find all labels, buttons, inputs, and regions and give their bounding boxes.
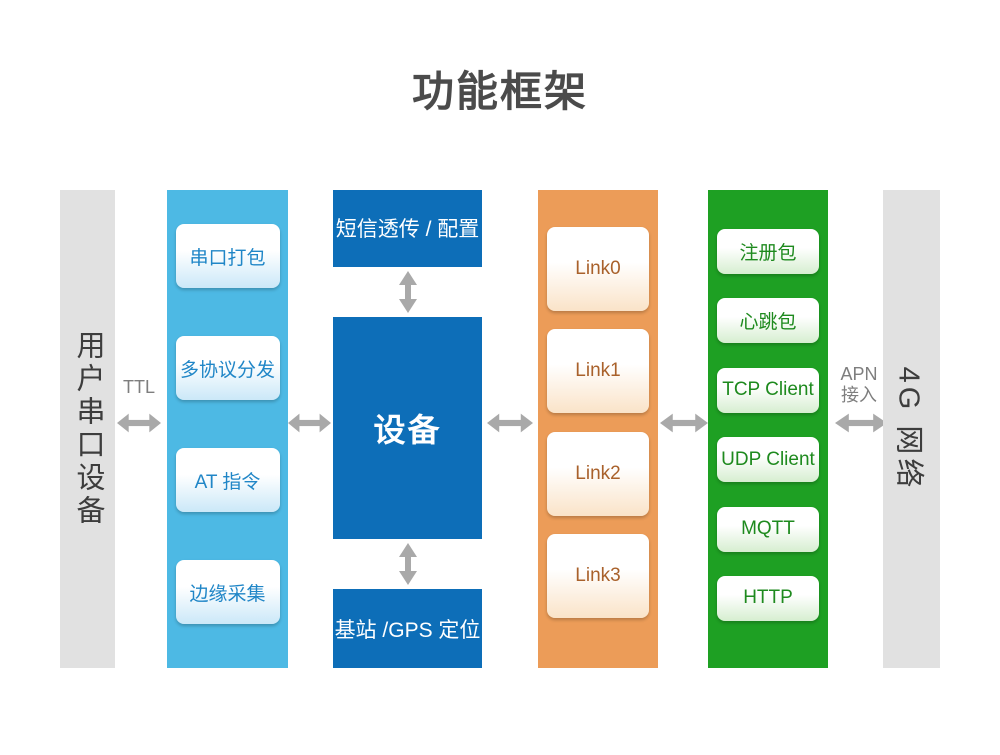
protocol-box: UDP Client (717, 437, 819, 483)
page-title: 功能框架 (411, 68, 588, 115)
network-4g-label: 4G 网络 (892, 366, 925, 492)
double-arrow-icon (487, 413, 533, 433)
network-4g-bar: 4G 网络 (883, 190, 940, 668)
protocol-box: 心跳包 (717, 298, 819, 344)
device-core-column: 短信透传 / 配置 设备 基站 /GPS 定位 (333, 190, 482, 668)
double-arrow-icon (835, 413, 887, 433)
gps-location-box: 基站 /GPS 定位 (333, 589, 482, 668)
vertical-arrow-wrap (397, 539, 419, 589)
user-serial-device-label: 用户串口设备 (72, 330, 104, 528)
ttl-label: TTL (122, 377, 155, 397)
vertical-arrow-wrap (397, 267, 419, 317)
device-box: 设备 (333, 316, 482, 540)
protocol-box: MQTT (717, 506, 819, 552)
link-box: Link3 (547, 533, 649, 618)
protocol-box: TCP Client (717, 367, 819, 413)
serial-function-box: 边缘采集 (175, 560, 280, 624)
apn-label-line1: APN (840, 364, 878, 384)
serial-function-box: 多协议分发 (175, 336, 280, 400)
protocols-column: 注册包 心跳包 TCP Client UDP Client MQTT HTTP (708, 190, 828, 668)
apn-label-line2: 接入 (841, 385, 877, 405)
sms-config-box: 短信透传 / 配置 (333, 190, 482, 267)
link-box: Link1 (547, 329, 649, 414)
double-arrow-icon (288, 413, 331, 433)
double-arrow-icon (660, 413, 708, 433)
link-box: Link2 (547, 431, 649, 516)
vertical-double-arrow-icon (398, 543, 417, 586)
serial-function-box: AT 指令 (175, 448, 280, 512)
serial-functions-column: 串口打包 多协议分发 AT 指令 边缘采集 (167, 190, 288, 668)
serial-function-box: 串口打包 (175, 224, 280, 288)
vertical-double-arrow-icon (398, 270, 417, 313)
double-arrow-icon (117, 413, 161, 433)
links-column: Link0 Link1 Link2 Link3 (538, 190, 658, 668)
user-serial-device-bar: 用户串口设备 (60, 190, 115, 668)
protocol-box: HTTP (717, 575, 819, 621)
apn-label: APN 接入 (830, 364, 888, 406)
link-box: Link0 (547, 227, 649, 311)
protocol-box: 注册包 (717, 229, 819, 274)
